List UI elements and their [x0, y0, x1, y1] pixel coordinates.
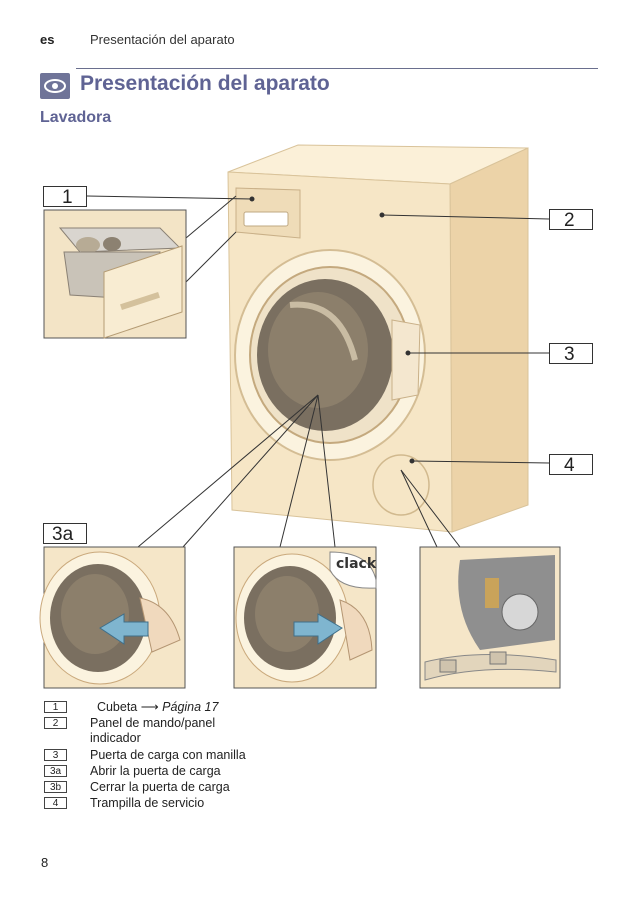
- washing-machine: [227, 144, 529, 533]
- header-title: Presentación del aparato: [90, 32, 235, 47]
- legend-key: 2: [44, 717, 67, 729]
- page-number: 8: [41, 855, 49, 870]
- legend-text: Abrir la puerta de carga: [90, 764, 221, 778]
- legend-key: 3a: [44, 765, 67, 777]
- service-flap-inset: [419, 546, 561, 689]
- door-open-inset: [39, 546, 186, 689]
- door-close-inset: [233, 546, 377, 689]
- clack-label: clack: [336, 556, 377, 572]
- callout-3a: 3a: [43, 523, 87, 545]
- callout-4: 4: [549, 454, 593, 476]
- washing-machine-illustration: [39, 144, 561, 689]
- legend-text: Cerrar la puerta de carga: [90, 780, 230, 794]
- callout-1: 1: [43, 186, 87, 208]
- header-rule: [76, 68, 598, 69]
- callout-3: 3: [549, 343, 593, 365]
- legend-key: 3: [44, 749, 67, 761]
- legend-text: Trampilla de servicio: [90, 796, 205, 810]
- callout-2: 2: [549, 209, 593, 231]
- section-title: Presentación del aparato: [80, 72, 330, 95]
- subtitle: Lavadora: [40, 109, 112, 126]
- legend-key: 4: [44, 797, 67, 809]
- header-language: es: [40, 32, 55, 47]
- legend-key: 3b: [44, 781, 67, 793]
- legend-key: 1: [44, 701, 67, 713]
- legend-text: Puerta de carga con manilla: [90, 748, 246, 762]
- legend-text: Cubeta ⟶ Página 17: [96, 700, 219, 714]
- callout-lines: [86, 195, 550, 548]
- eye-icon: [40, 73, 70, 99]
- legend-text: Panel de mando/panel indicador: [90, 716, 216, 745]
- drawer-inset: [43, 209, 187, 339]
